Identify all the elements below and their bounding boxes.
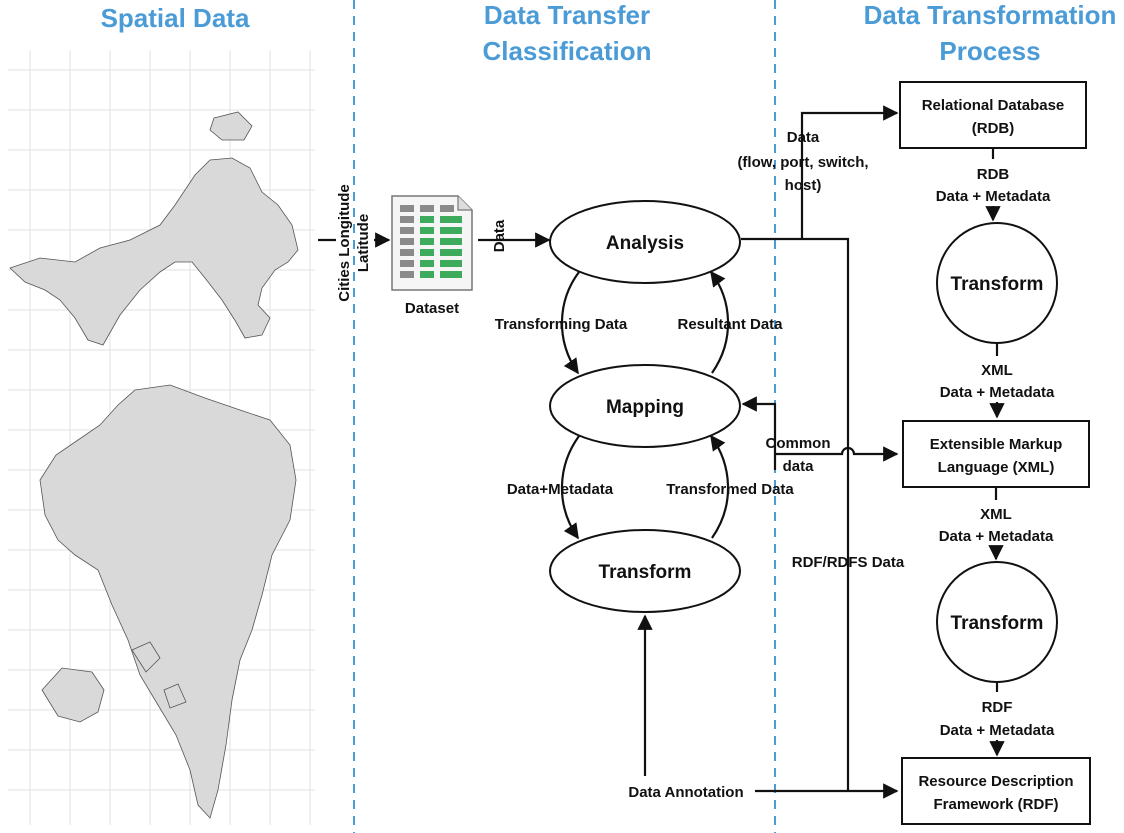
box-rdb-line2: (RDB) [972,120,1015,137]
box-rdb [900,82,1086,148]
label-rdb-out-line1: RDB [977,166,1010,183]
node-analysis-label: Analysis [606,233,684,254]
edge-label-data-annotation: Data Annotation [628,784,743,801]
box-rdf-line2: Framework (RDF) [933,796,1058,813]
landmass-americas [10,158,298,345]
section-title-classification-line1: Data Transfer [484,0,650,30]
edge-label-resultant-data: Resultant Data [677,316,783,333]
node-transform-process-2-label: Transform [951,613,1044,634]
label-xml-in-line2: Data + Metadata [940,384,1055,401]
box-xml-line1: Extensible Markup [930,436,1063,453]
edge-label-data-flow-line2: (flow, port, switch, [737,154,868,171]
section-title-spatial: Spatial Data [101,3,250,33]
node-mapping-label: Mapping [606,397,684,418]
edge-label-data-flow-line1: Data [787,129,820,146]
label-xml-out-line2: Data + Metadata [939,528,1054,545]
section-title-classification-line2: Classification [482,36,651,66]
edge-label-transformed-data: Transformed Data [666,481,794,498]
dataset-label: Dataset [405,300,459,317]
node-transform-process-1-label: Transform [951,274,1044,295]
box-rdb-line1: Relational Database [922,97,1065,114]
section-title-process-line2: Process [939,36,1040,66]
spreadsheet-icon [392,196,472,290]
label-rdb-out-line2: Data + Metadata [936,188,1051,205]
landmass-australia [42,668,104,722]
map-label-line1: Cities Longitude [336,184,353,302]
edge-label-data-metadata: Data+Metadata [507,481,614,498]
box-xml-line2: Language (XML) [938,459,1055,476]
map-label-line2: Latitude [355,214,372,272]
edge-label-data-flow-line3: host) [785,177,822,194]
section-title-process-line1: Data Transformation [864,0,1117,30]
edge-label-transforming-data: Transforming Data [495,316,628,333]
edge-label-common-data-line2: data [783,458,815,475]
landmass-greenland [210,112,252,140]
box-rdf-line1: Resource Description [918,773,1073,790]
edge-label-rdf-rdfs: RDF/RDFS Data [792,554,905,571]
label-xml-in-line1: XML [981,362,1013,379]
node-transform-label: Transform [599,562,692,583]
label-rdf-in-line2: Data + Metadata [940,722,1055,739]
edge-label-common-data-line1: Common [766,435,831,452]
edge-label-data: Data [491,219,508,252]
world-map [8,50,315,825]
label-xml-out-line1: XML [980,506,1012,523]
box-rdf [902,758,1090,824]
landmass-eurasia-africa [40,385,296,818]
label-rdf-in-line1: RDF [982,699,1013,716]
box-xml [903,421,1089,487]
